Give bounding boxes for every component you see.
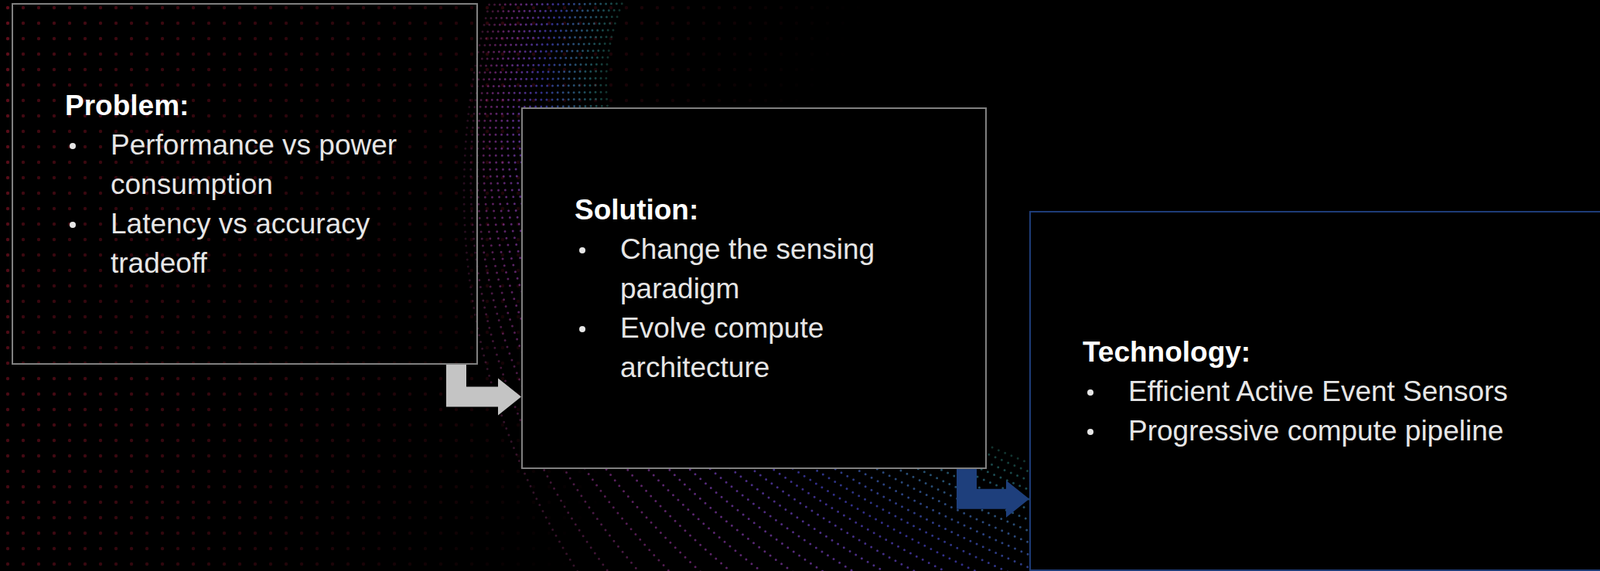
bullet-item: Change the sensing paradigm [574,229,986,309]
bullet-item: Efficient Active Event Sensors [1082,371,1600,412]
bullet-item: Evolve compute architecture [574,308,986,388]
bullet-dot [69,221,76,229]
bullet-dot [1087,429,1094,436]
bullet-dot [69,143,76,150]
arrow-shaft [966,469,1007,500]
bullet-text: Evolve compute architecture [620,308,945,388]
stage-heading: Solution: [574,190,986,230]
stage-heading: Technology: [1082,332,1600,372]
bullet-text: Latency vs accuracy tradeoff [110,204,401,284]
bent-arrow [456,365,522,416]
bullet-dot [579,326,586,333]
stage-heading: Problem: [64,85,477,126]
bullet-item: Latency vs accuracy tradeoff [64,204,477,284]
arrow-head [498,378,522,416]
stage-box: Problem:Performance vs power consumption… [11,3,478,366]
bullet-text: Efficient Active Event Sensors [1128,371,1600,412]
bullet-dot [1087,389,1094,396]
stage-box: Technology:Efficient Active Event Sensor… [1029,211,1600,571]
arrow-shaft [456,365,499,397]
arrow-head [1006,481,1030,519]
bullet-text: Change the sensing paradigm [620,229,945,309]
bullet-item: Progressive compute pipeline [1082,411,1600,451]
red-dot-field [0,0,1006,571]
stage-box: Solution:Change the sensing paradigmEvol… [521,107,987,470]
bullet-item: Performance vs power consumption [64,125,477,205]
bullet-dot [579,247,586,254]
bullet-text: Progressive compute pipeline [1128,411,1600,451]
bent-arrow [966,469,1030,519]
bullet-text: Performance vs power consumption [110,125,401,205]
